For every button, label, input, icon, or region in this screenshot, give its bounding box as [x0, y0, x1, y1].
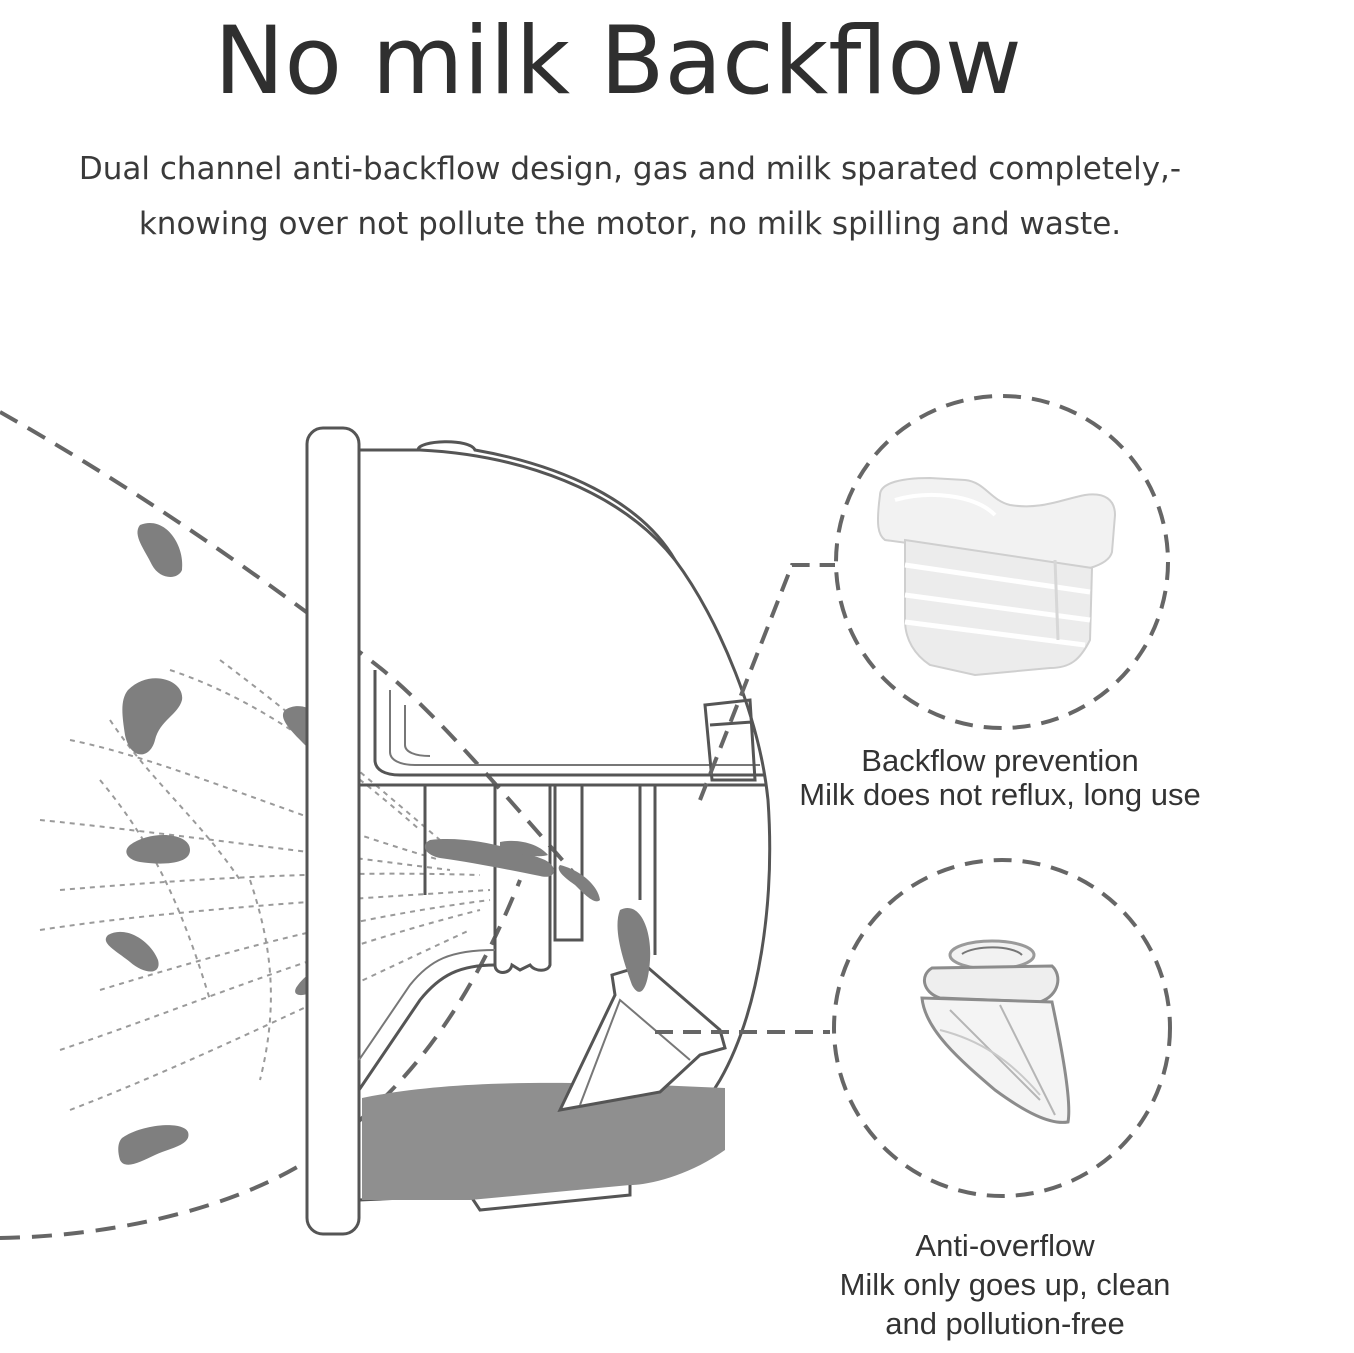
pump-top-cap [416, 440, 677, 561]
callout-overflow: Anti-overflow Milk only goes up, clean a… [780, 1226, 1230, 1343]
callout-overflow-detail-2: and pollution-free [885, 1306, 1125, 1341]
pump-inner-channel-2 [389, 690, 760, 766]
callout-backflow-heading: Backflow prevention [861, 743, 1139, 778]
callout-backflow: Backflow prevention Milk does not reflux… [760, 744, 1240, 812]
inner-tubes [423, 785, 657, 974]
milk-bottle [357, 963, 496, 1091]
page-title: No milk Backflow [214, 7, 1022, 116]
funnel-valve-inner [579, 998, 691, 1106]
description-line-1: Dual channel anti-backflow design, gas a… [78, 151, 1182, 187]
valve-seat [703, 698, 757, 782]
pump-inner-channel [373, 670, 765, 777]
callout-circle-backflow [834, 394, 1170, 730]
duckbill-valve-icon [920, 939, 1071, 1124]
pump-inner-channel-3 [404, 705, 431, 757]
description: Dual channel anti-backflow design, gas a… [0, 142, 1260, 252]
pump-flange [305, 426, 361, 1236]
callout-overflow-detail-1: Milk only goes up, clean [839, 1267, 1171, 1302]
silicone-valve-cap-icon [876, 476, 1117, 677]
description-line-2: knowing over not pollute the motor, no m… [138, 206, 1122, 242]
leader-line-backflow [698, 563, 835, 801]
milk-stream [424, 839, 651, 992]
callout-overflow-heading: Anti-overflow [915, 1228, 1095, 1263]
callout-circle-overflow [832, 858, 1172, 1198]
milk-level [362, 1082, 725, 1200]
milk-ducts [39, 659, 491, 1111]
callout-backflow-detail: Milk does not reflux, long use [799, 777, 1201, 812]
milk-bottle-2 [358, 949, 496, 1061]
